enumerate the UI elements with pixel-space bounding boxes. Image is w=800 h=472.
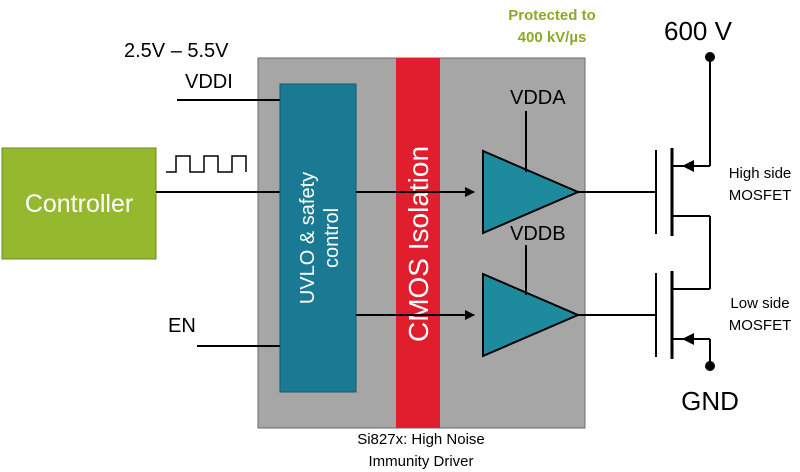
pwm-waveform-icon — [166, 155, 247, 173]
rail-low-label: GND — [681, 386, 739, 416]
rail-high-label: 600 V — [664, 16, 733, 46]
low-mosfet-label-line1: Low side — [730, 295, 789, 312]
high-mosfet-label-line1: High side — [729, 165, 792, 182]
high-side-mosfet-symbol — [655, 148, 710, 236]
isolation-label: CMOS Isolation — [403, 146, 434, 342]
driver-a-amplifier — [482, 149, 581, 235]
protection-line1: Protected to — [508, 7, 596, 24]
cmos-isolation-barrier — [396, 58, 440, 428]
low-side-mosfet-symbol — [655, 271, 710, 359]
controller-label: Controller — [25, 190, 133, 218]
rail-low-node — [705, 361, 715, 371]
controller-block — [1, 147, 157, 260]
uvlo-label-line2: control — [321, 208, 343, 268]
vddb-label: VDDB — [510, 223, 566, 245]
vddi-label: VDDI — [185, 71, 233, 93]
protection-line2: 400 kV/µs — [518, 29, 587, 46]
vdda-label: VDDA — [510, 87, 566, 109]
high-mosfet-label-line2: MOSFET — [729, 187, 792, 204]
supply-range-label: 2.5V – 5.5V — [124, 40, 229, 62]
driver-b-amplifier — [482, 272, 581, 358]
low-mosfet-label-line2: MOSFET — [729, 317, 792, 334]
uvlo-label-line1: UVLO & safety — [297, 172, 319, 304]
chip-caption-line2: Immunity Driver — [368, 453, 473, 470]
chip-caption-line1: Si827x: High Noise — [357, 431, 485, 448]
uvlo-safety-block — [279, 83, 357, 393]
en-label: EN — [168, 315, 196, 337]
